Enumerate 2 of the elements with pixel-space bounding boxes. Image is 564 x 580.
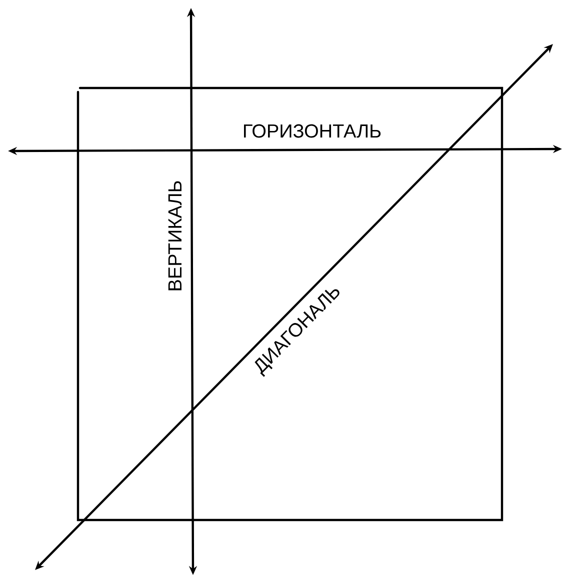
axis-label: ВЕРТИКАЛЬ	[168, 181, 182, 290]
axis-label: ГОРИЗОНТАЛЬ	[244, 124, 381, 138]
